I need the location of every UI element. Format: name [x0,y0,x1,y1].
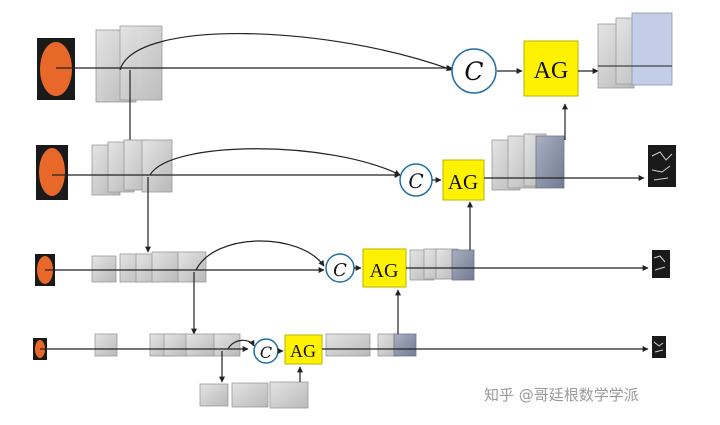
level-4-skip-arrow [227,339,255,350]
encoder-level-1 [95,25,163,103]
attention-gate-label: AG [370,260,399,282]
decoder-level-1 [597,12,673,89]
input-image-level-2 [36,145,68,200]
level-1-skip-arrow [119,33,453,71]
attention-gate-label: AG [290,341,316,361]
input-images [33,38,75,360]
output-map-level-2 [648,145,676,187]
watermark: 知乎 @哥廷根数学学派 [484,386,639,404]
level-3-skip-arrow [195,240,325,271]
output-map-level-3 [652,250,670,278]
input-image-level-1 [37,38,75,100]
attention-gate-level-3: AG [362,248,407,288]
attention-gate-level-1: AG [523,40,579,97]
concat-node-level-2: C [399,163,433,197]
concat-symbol: C [464,57,483,86]
concat-symbol: C [408,169,423,193]
encoder-level-4 [94,333,241,357]
attention-gate-label: AG [534,58,569,84]
decoder-level-4 [325,333,417,357]
concat-symbol: C [260,343,272,362]
concat-node-level-1: C [451,48,497,94]
decoder-level-2 [491,133,565,191]
encoder-level-2 [91,139,173,196]
bottleneck-blocks [199,381,309,409]
concat-node-level-4: C [253,338,279,364]
output-map-level-4 [652,336,666,358]
concat-node-level-3: C [325,253,355,283]
attention-gate-level-4: AG [284,334,323,365]
attention-gate-label: AG [448,170,478,194]
decoder-level-3 [409,248,475,281]
concat-symbol: C [333,260,347,281]
attention-gate-level-2: AG [442,159,485,201]
level-2-skip-arrow [149,148,401,176]
encoder-level-3 [91,251,207,283]
